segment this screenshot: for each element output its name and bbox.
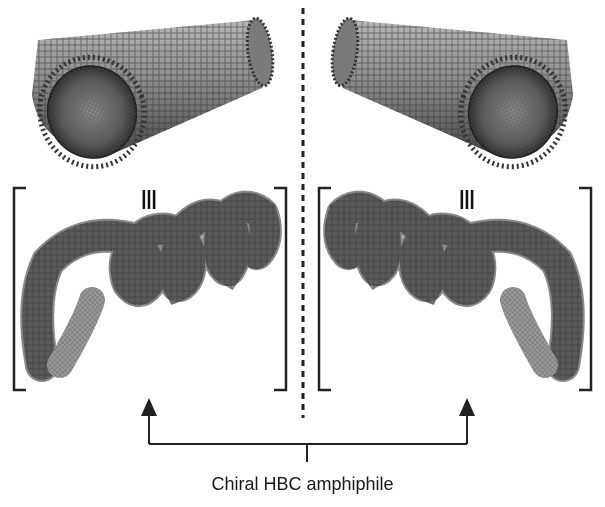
left-coiled-ribbon xyxy=(37,208,265,365)
left-panel-symbol: Ⅲ xyxy=(140,186,158,216)
arrow-connector xyxy=(149,406,467,462)
right-nanotube xyxy=(328,17,579,181)
left-nanotube xyxy=(26,17,277,181)
right-coiled-ribbon xyxy=(340,208,568,365)
right-panel-symbol: Ⅲ xyxy=(458,186,476,216)
figure-caption: Chiral HBC amphiphile xyxy=(0,474,605,495)
